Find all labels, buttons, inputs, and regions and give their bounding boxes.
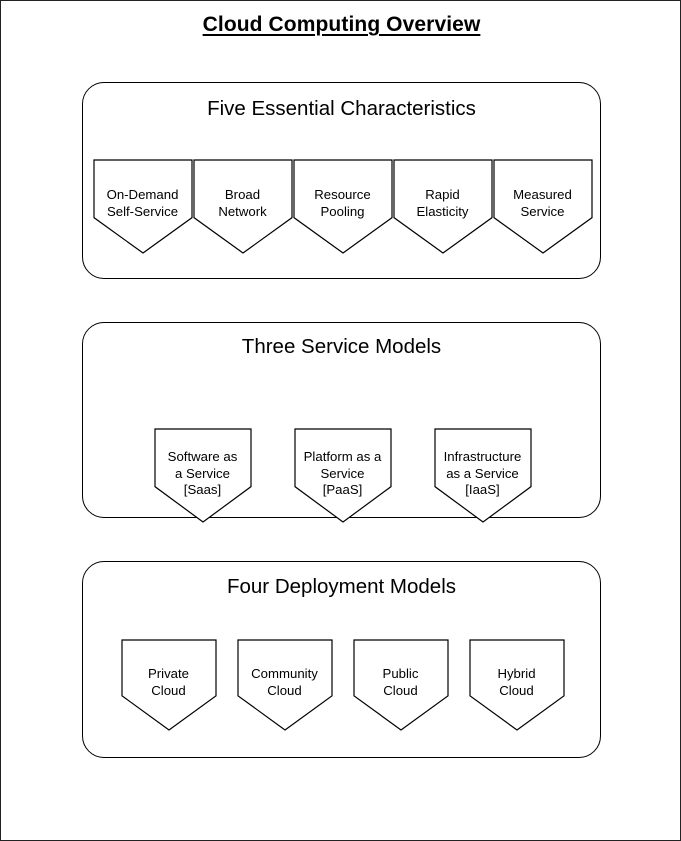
pentagon-rapid-elasticity[interactable]: Rapid Elasticity: [394, 160, 492, 253]
pentagon-shape-icon: [155, 429, 251, 522]
pentagon-resource-pooling[interactable]: Resource Pooling: [294, 160, 392, 253]
pentagon-shape-icon: [122, 640, 216, 730]
section-service-models: Three Service Models Software as a Servi…: [82, 322, 601, 518]
pentagon-broad-network[interactable]: Broad Network: [194, 160, 292, 253]
pentagon-shape-icon: [94, 160, 192, 253]
pentagon-row-service-models: Software as a Service [Saas] Platform as…: [83, 429, 602, 522]
pentagon-shape-icon: [470, 640, 564, 730]
pentagon-row-deployment-models: Private Cloud Community Cloud Public Clo…: [83, 640, 602, 730]
pentagon-shape-icon: [295, 429, 391, 522]
section-characteristics: Five Essential Characteristics On-Demand…: [82, 82, 601, 279]
section-title-deployment-models: Four Deployment Models: [226, 575, 456, 598]
pentagon-hybrid-cloud[interactable]: Hybrid Cloud: [470, 640, 564, 730]
pentagon-private-cloud[interactable]: Private Cloud: [122, 640, 216, 730]
pentagon-shape-icon: [238, 640, 332, 730]
pentagon-row-characteristics: On-Demand Self-Service Broad Network Res…: [83, 160, 602, 253]
section-deployment-models: Four Deployment Models Private Cloud Com…: [82, 561, 601, 758]
pentagon-shape-icon: [394, 160, 492, 253]
pentagon-on-demand-self-service[interactable]: On-Demand Self-Service: [94, 160, 192, 253]
pentagon-infrastructure-as-a-service[interactable]: Infrastructure as a Service [IaaS]: [435, 429, 531, 522]
pentagon-shape-icon: [435, 429, 531, 522]
pentagon-shape-icon: [494, 160, 592, 253]
section-title-characteristics: Five Essential Characteristics: [207, 97, 476, 120]
pentagon-shape-icon: [354, 640, 448, 730]
page-title: Cloud Computing Overview: [202, 13, 481, 36]
pentagon-public-cloud[interactable]: Public Cloud: [354, 640, 448, 730]
pentagon-measured-service[interactable]: Measured Service: [494, 160, 592, 253]
pentagon-software-as-a-service[interactable]: Software as a Service [Saas]: [155, 429, 251, 522]
section-title-service-models: Three Service Models: [241, 335, 442, 358]
pentagon-platform-as-a-service[interactable]: Platform as a Service [PaaS]: [295, 429, 391, 522]
pentagon-shape-icon: [294, 160, 392, 253]
pentagon-shape-icon: [194, 160, 292, 253]
pentagon-community-cloud[interactable]: Community Cloud: [238, 640, 332, 730]
